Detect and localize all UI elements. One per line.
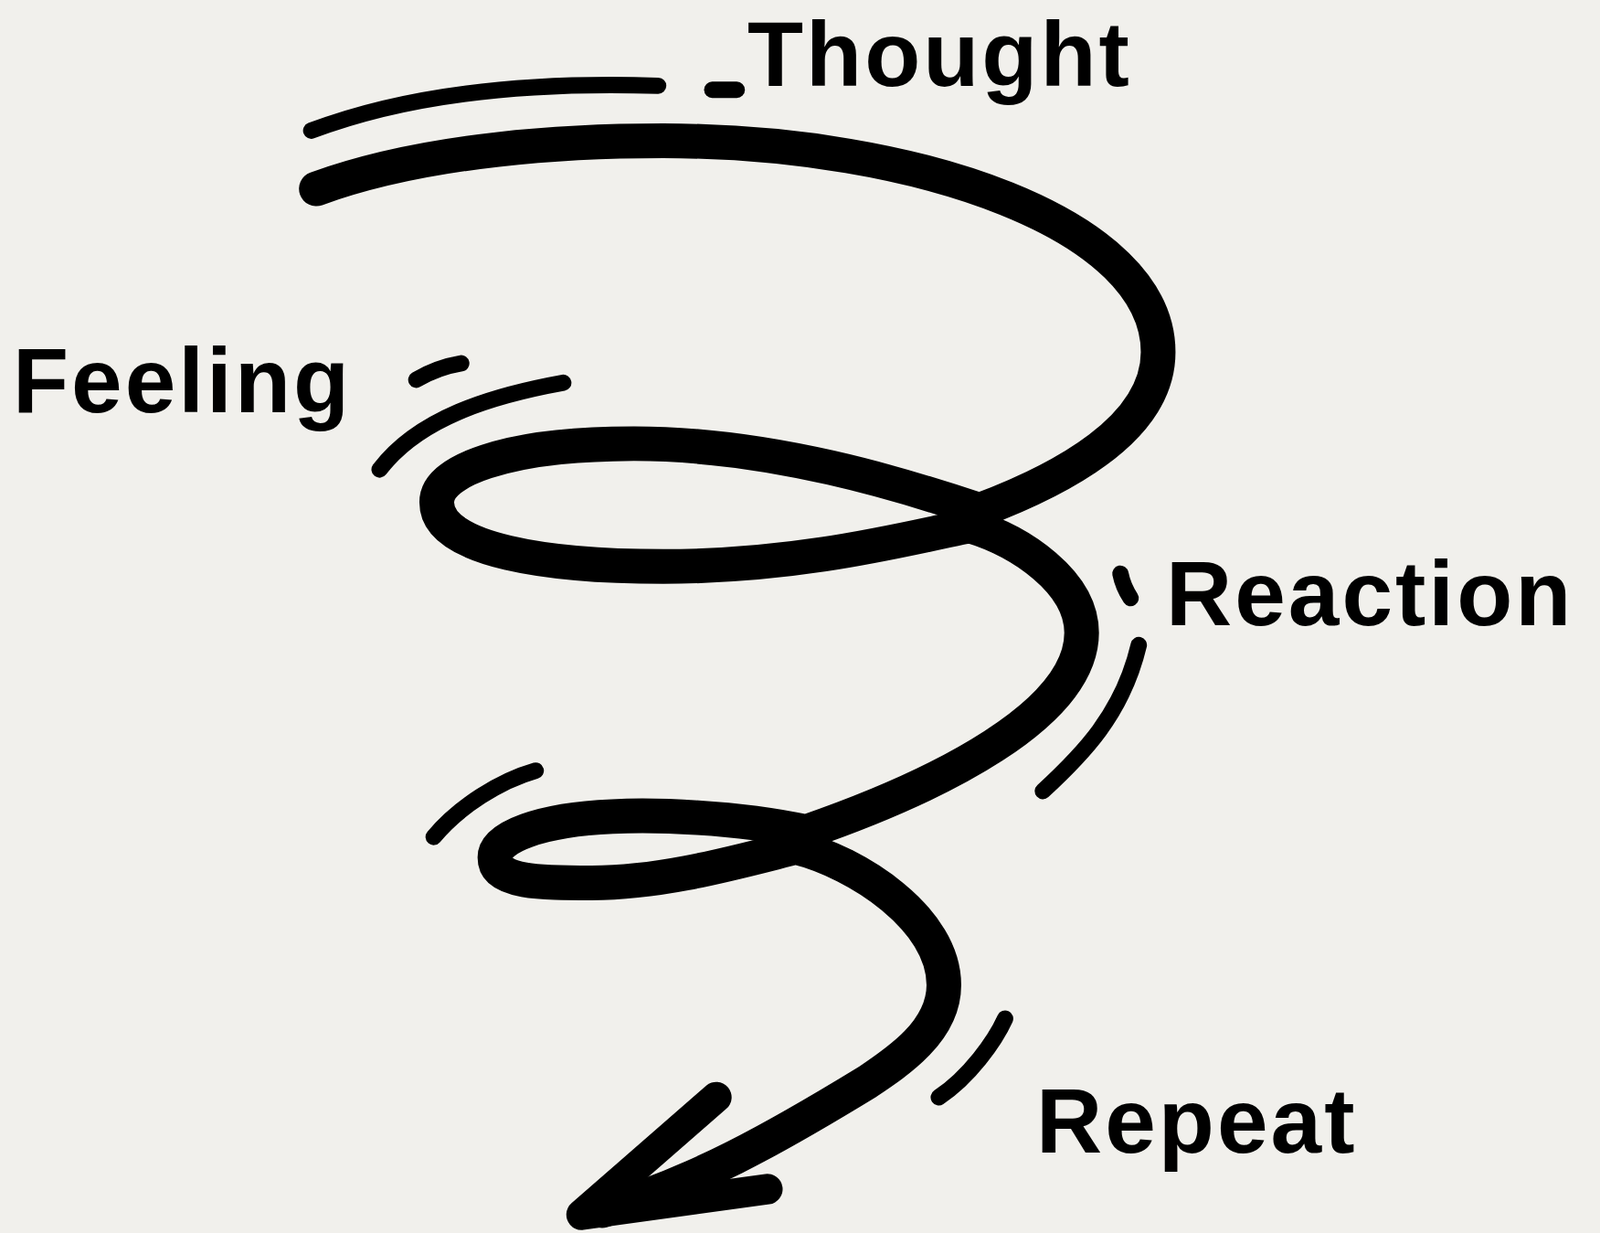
motion-stroke [416, 363, 462, 381]
motion-stroke [1042, 645, 1139, 792]
stage-label: Feeling [12, 328, 352, 434]
stage-label: Repeat [1036, 1068, 1357, 1174]
motion-stroke [311, 84, 659, 131]
spiral-arrow [316, 140, 1158, 1210]
stage-label: Reaction [1165, 540, 1574, 647]
motion-stroke [1120, 573, 1131, 599]
motion-stroke [711, 81, 737, 98]
motion-stroke [434, 770, 537, 838]
arrow-head [582, 1096, 768, 1214]
motion-strokes [311, 84, 1140, 1097]
motion-stroke [938, 1017, 1006, 1097]
motion-stroke [379, 382, 563, 470]
stage-label: Thought [747, 1, 1133, 107]
